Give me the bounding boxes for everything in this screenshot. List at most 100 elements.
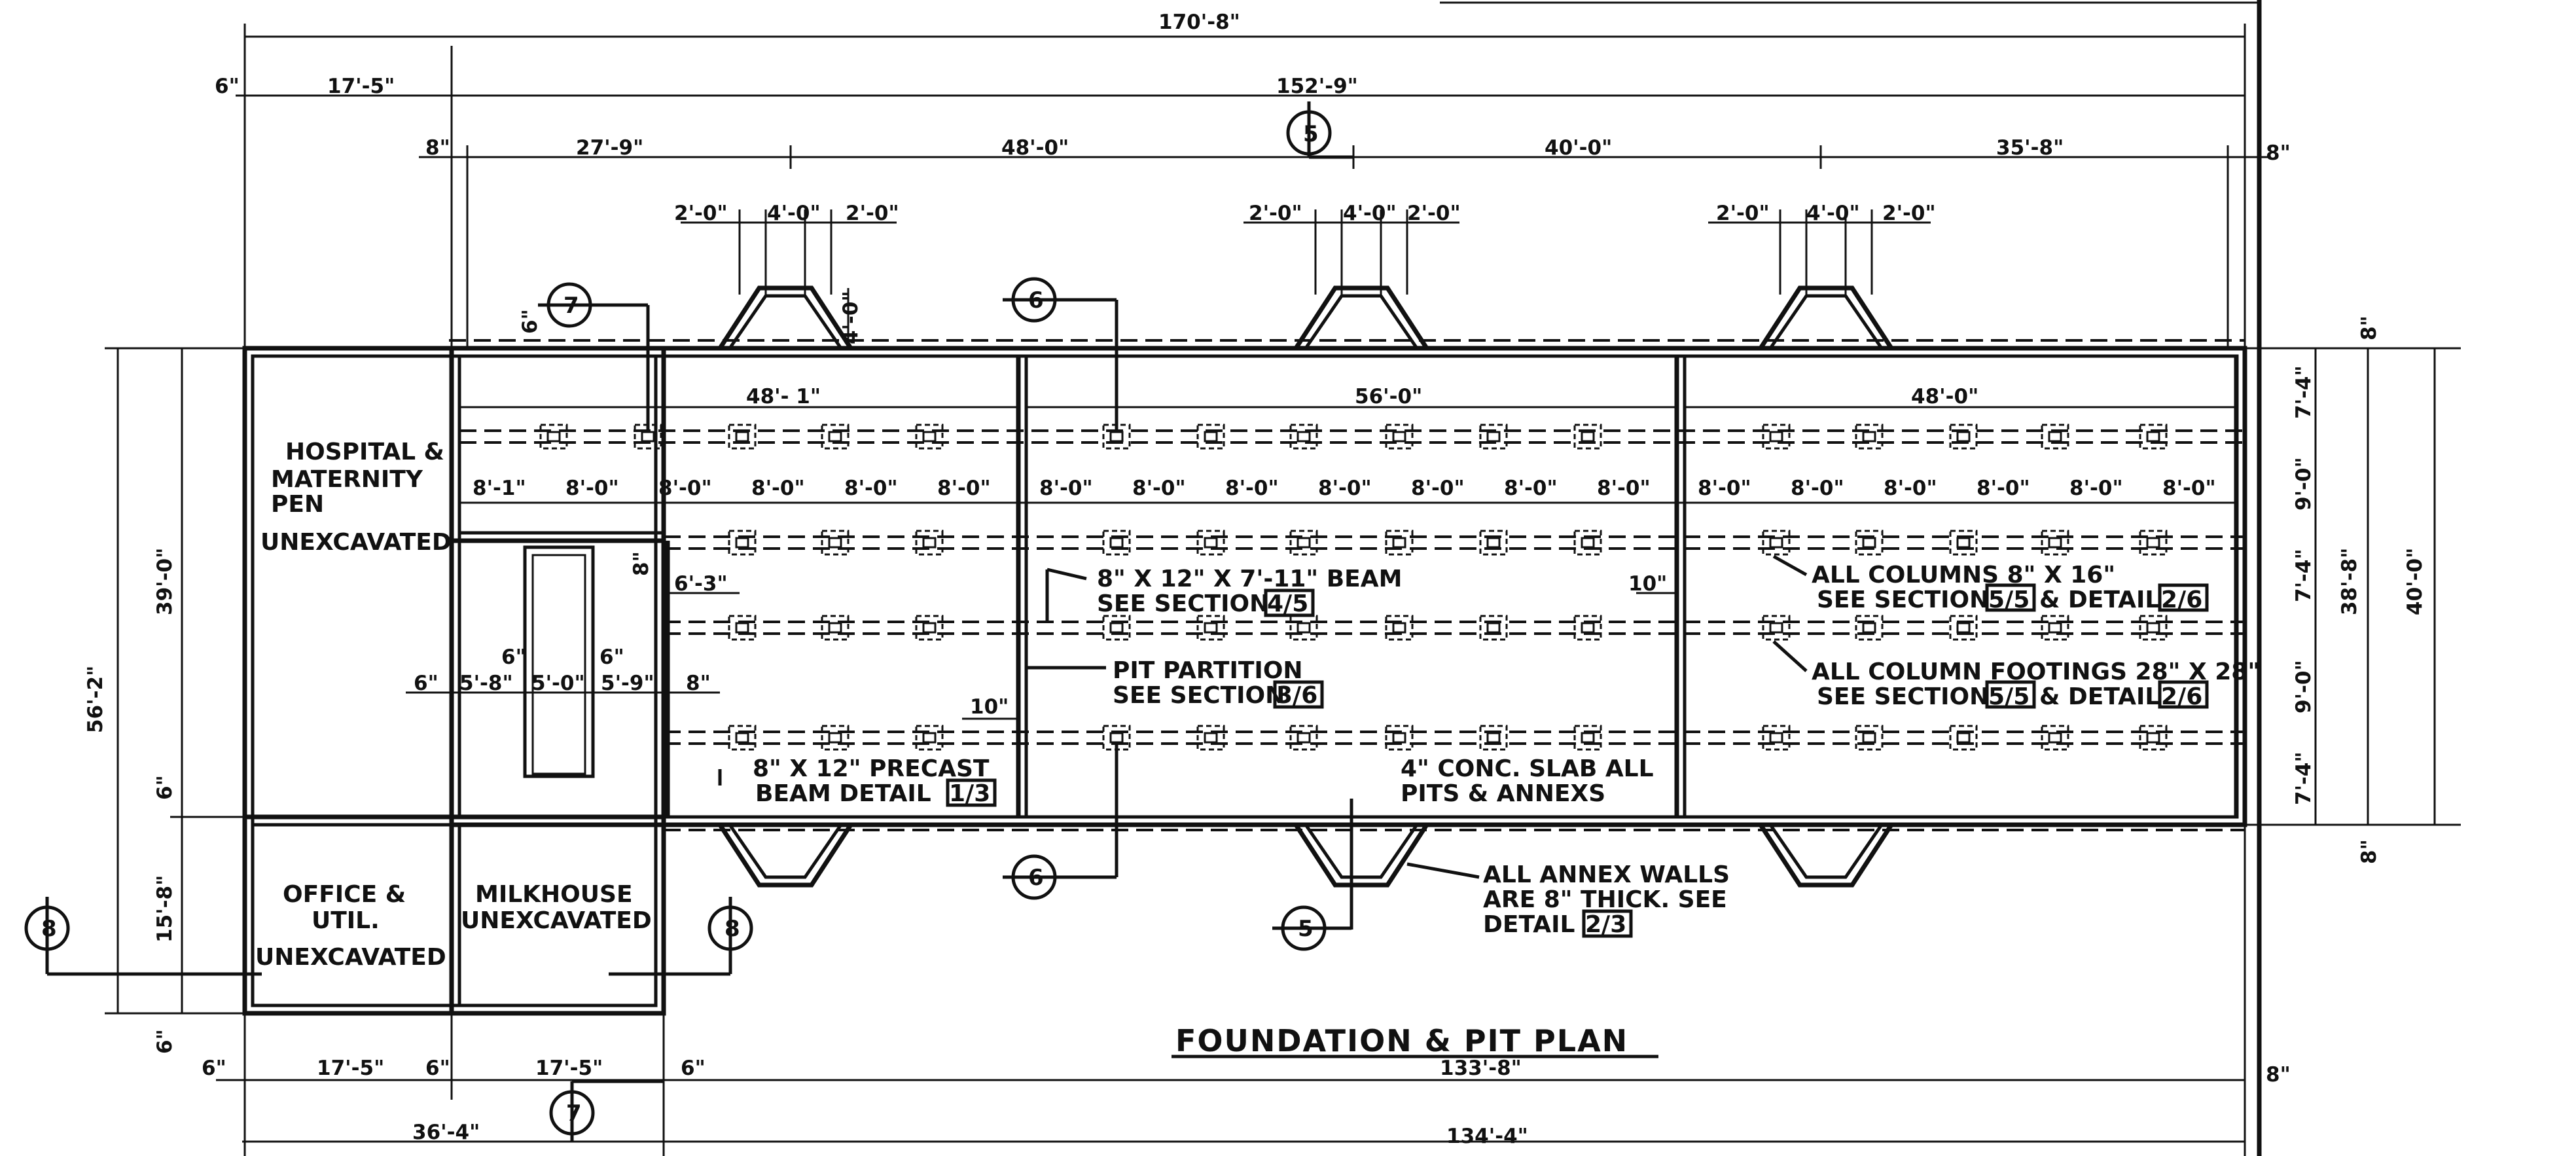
column <box>1862 732 1876 744</box>
leader-lines <box>718 554 1808 930</box>
room-label-hospital: UNEXCAVATED <box>260 529 452 556</box>
section-marker-label: 6 <box>1028 287 1044 314</box>
column <box>641 431 655 443</box>
column <box>1486 537 1501 549</box>
dim-48-0: 48'-0" <box>1001 136 1069 160</box>
dim-bot6: 6" <box>153 1029 177 1054</box>
dimension-text: 170'-8" 152'-9" 6" 17'-5" 8" 27'-9" 48'-… <box>84 10 2427 1148</box>
column-footing <box>1479 725 1508 751</box>
dim-15-8: 15'-8" <box>153 875 177 943</box>
note-precast: BEAM DETAIL <box>755 780 931 807</box>
dim-bottom-17-5: 17'-5" <box>317 1057 384 1080</box>
column-footing <box>1855 530 1884 556</box>
column <box>1297 622 1311 634</box>
dim-left-17-5: 17'-5" <box>327 75 395 98</box>
dim-39-0: 39'-0" <box>153 548 177 615</box>
annexes-top <box>718 285 1893 350</box>
annex-dim: 2'-0" <box>1882 202 1936 225</box>
annexes-bottom <box>718 823 1893 888</box>
room-label-office: UTIL. <box>312 907 380 934</box>
column-footing <box>2041 530 2069 556</box>
column <box>1204 537 1218 549</box>
dim-7-4: 7'-4" <box>2292 751 2316 805</box>
column-footing <box>1949 615 1978 641</box>
column-footing <box>1855 615 1884 641</box>
column-footing <box>1762 530 1791 556</box>
column <box>1486 431 1501 443</box>
dim-top-8: 8" <box>2357 316 2381 340</box>
column <box>1956 537 1971 549</box>
dim-9-0: 9'-0" <box>2292 660 2316 713</box>
bay-dimension: 8'-0" <box>1318 477 1372 500</box>
dim-6: 6" <box>414 672 438 695</box>
column-footing <box>1573 530 1602 556</box>
column <box>2146 431 2160 443</box>
bay-dimension: 8'-0" <box>751 477 805 500</box>
column-footing <box>1102 530 1131 556</box>
column-footing <box>821 424 850 450</box>
note-beam-ref: 4/5 <box>1267 590 1308 617</box>
dim-7-4: 7'-4" <box>2292 549 2316 602</box>
bay-dimensions: 8'-1"8'-0"8'-0"8'-0"8'-0"8'-0"8'-0"8'-0"… <box>473 477 2216 500</box>
section-marker-8-mid: 8 <box>609 897 753 976</box>
dim-8: 8" <box>686 672 711 695</box>
note-beam: 8" X 12" X 7'-11" BEAM <box>1097 566 1402 592</box>
dim-top6: 6" <box>518 309 542 334</box>
column-footing <box>1385 725 1414 751</box>
column-footing <box>2041 615 2069 641</box>
sheet-border <box>1440 0 2262 1156</box>
column-footing <box>1573 424 1602 450</box>
column-footing <box>915 530 944 556</box>
section-marker-8-left: 8 <box>24 897 262 976</box>
annex-dim: 2'-0" <box>1249 202 1302 225</box>
bay-dimension: 8'-0" <box>1698 477 1751 500</box>
column <box>1862 622 1876 634</box>
column <box>735 732 749 744</box>
section-marker-7-top: 7 <box>538 282 650 431</box>
annex-dim: 2'-0" <box>1407 202 1461 225</box>
dim-5-9: 5'-9" <box>601 672 654 695</box>
column <box>1486 622 1501 634</box>
column <box>735 537 749 549</box>
room-label-hospital: HOSPITAL & <box>285 439 444 465</box>
column-grid <box>539 424 2168 751</box>
dim-36-4: 36'-4" <box>412 1121 480 1144</box>
drawing-title-block: FOUNDATION & PIT PLAN <box>1172 1023 1658 1058</box>
column-footing <box>1573 725 1602 751</box>
dim-bottom-6: 6" <box>681 1057 706 1080</box>
column-footing <box>1289 424 1318 450</box>
bay-dimension: 8'-0" <box>1884 477 1937 500</box>
annex-dim: 2'-0" <box>674 202 728 225</box>
bay-dimension: 8'-0" <box>1597 477 1651 500</box>
column <box>1769 431 1783 443</box>
note-footings-ref: 2/6 <box>2161 683 2202 710</box>
column <box>1581 732 1595 744</box>
note-precast: 8" X 12" PRECAST <box>753 755 990 782</box>
annex-dim: 2'-0" <box>846 202 899 225</box>
column <box>922 537 937 549</box>
dim-56-2: 56'-2" <box>84 666 107 733</box>
dim-bottom-6: 6" <box>425 1057 450 1080</box>
dim-overall-inner: 152'-9" <box>1276 75 1358 98</box>
column-footing <box>2139 424 2168 450</box>
annex-dim: 4'-0" <box>1806 202 1860 225</box>
annex-dim: 2'-0" <box>1716 202 1770 225</box>
column <box>828 622 842 634</box>
dim-40-0-right: 40'-0" <box>2403 548 2427 615</box>
column-footing <box>1196 530 1225 556</box>
dim-134-4: 134'-4" <box>1446 1125 1528 1148</box>
column-footing <box>728 424 757 450</box>
dim-27-9: 27'-9" <box>576 136 643 160</box>
section-marker-label: 5 <box>1303 121 1319 147</box>
column-footing <box>915 725 944 751</box>
column <box>1297 732 1311 744</box>
beam-lines <box>449 339 2245 831</box>
column <box>1392 431 1406 443</box>
note-beam: SEE SECTION <box>1097 590 1269 617</box>
column-footing <box>915 424 944 450</box>
drawing-title: FOUNDATION & PIT PLAN <box>1175 1023 1628 1058</box>
note-slab: 4" CONC. SLAB ALL <box>1401 755 1654 782</box>
section-marker-5-top: 5 <box>1286 101 1353 159</box>
section-marker-label: 8 <box>41 916 57 942</box>
